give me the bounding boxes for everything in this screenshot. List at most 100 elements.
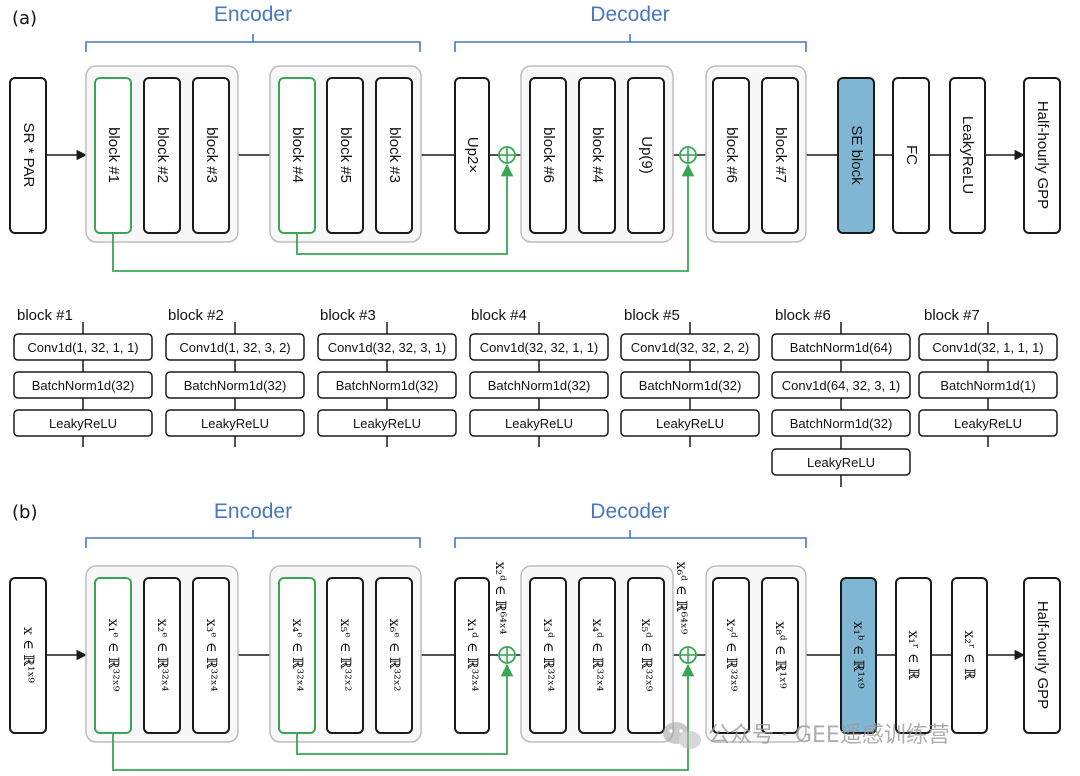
detail-block-4: block #4 Conv1d(32, 32, 1, 1) BatchNorm1… [469, 307, 609, 447]
detail-block-4-title: block #4 [471, 307, 527, 324]
decoder-brace-b [454, 530, 807, 548]
up9-block [627, 77, 665, 234]
detail-block-4-layer-1-text: Conv1d(32, 32, 1, 1) [480, 340, 599, 355]
block-details: block #1 Conv1d(1, 32, 1, 1) BatchNorm1d… [13, 307, 1058, 487]
block-4b-text: block #4 [589, 127, 606, 183]
skip-connection-1-b [296, 663, 514, 755]
detail-block-7-layer-2-text: BatchNorm1d(1) [940, 378, 1035, 393]
up9-text: Up(9) [638, 136, 655, 174]
detail-block-7-layer-3-text: LeakyReLU [954, 416, 1022, 431]
detail-block-6-layer-3 [771, 409, 911, 437]
detail-block-6-layer-2 [771, 371, 911, 399]
detail-block-2-layer-2 [165, 371, 305, 399]
detail-block-5-layer-1 [620, 333, 760, 361]
tensor-x5e [326, 577, 364, 734]
input-text: SR * PAR [20, 123, 37, 188]
detail-block-7-title: block #7 [924, 307, 980, 324]
detail-block-4-layer-2 [469, 371, 609, 399]
tensor-x2d-label: x₂ᵈ ∈ ℝ⁶⁴ˣ⁴ [492, 562, 508, 635]
detail-block-3-layer-3-text: LeakyReLU [353, 416, 421, 431]
detail-block-1-layer-1 [13, 333, 153, 361]
skip-connection-1 [296, 163, 514, 255]
block-6b [712, 77, 750, 234]
detail-block-5: block #5 Conv1d(32, 32, 2, 2) BatchNorm1… [620, 307, 760, 447]
detail-block-2-layer-1 [165, 333, 305, 361]
block-3b-text: block #3 [386, 127, 403, 183]
detail-block-2-layer-3 [165, 409, 305, 437]
encoder-label-b: Encoder [214, 500, 292, 523]
block-2-text: block #2 [154, 127, 171, 183]
detail-block-7-layer-2 [918, 371, 1058, 399]
input-tensor-block [9, 577, 47, 734]
sum-node-2 [679, 146, 697, 164]
decoder-brace [454, 34, 807, 52]
input-tensor-text: x ∈ ℝ¹ˣ⁹ [20, 627, 36, 683]
leakyrelu-block-text: LeakyReLU [959, 116, 976, 194]
tensor-x1e-text: x₁ᵉ ∈ ℝ³²ˣ⁹ [105, 619, 121, 692]
tensor-x5d-text: x₅ᵈ ∈ ℝ³²ˣ⁹ [638, 619, 654, 692]
detail-block-2-title: block #2 [168, 307, 224, 324]
block-5-text: block #5 [337, 127, 354, 183]
detail-block-2-layer-1-text: Conv1d(1, 32, 3, 2) [179, 340, 290, 355]
detail-block-6-layer-3-text: BatchNorm1d(32) [790, 416, 893, 431]
output-block [1023, 77, 1061, 234]
detail-block-1-layer-2 [13, 371, 153, 399]
fc-block-text: FC [903, 145, 920, 165]
detail-block-6-layer-1-text: BatchNorm1d(64) [790, 340, 893, 355]
detail-block-6-title: block #6 [775, 307, 831, 324]
detail-block-2: block #2 Conv1d(1, 32, 3, 2) BatchNorm1d… [165, 307, 305, 447]
tensor-x4e-text: x₄ᵉ ∈ ℝ³²ˣ⁴ [289, 619, 305, 692]
tensor-x1b-text: x₁ᵇ ∈ ℝ¹ˣ⁹ [850, 621, 866, 689]
encoder-label: Encoder [214, 3, 292, 26]
input-block [9, 77, 47, 234]
detail-block-6-layer-2-text: Conv1d(64, 32, 3, 1) [782, 378, 901, 393]
up2-block [454, 77, 490, 234]
panel-b-label: (b) [12, 502, 37, 523]
skip-connection-2 [112, 163, 695, 272]
detail-block-1-layer-1-text: Conv1d(1, 32, 1, 1) [27, 340, 138, 355]
tensor-x3e [192, 577, 230, 734]
detail-block-7-layer-1 [918, 333, 1058, 361]
sum-node-1-b [498, 646, 516, 664]
block-7 [761, 77, 799, 234]
tensor-x7d [712, 577, 750, 734]
detail-block-3-layer-2 [317, 371, 457, 399]
detail-block-4-layer-1 [469, 333, 609, 361]
wechat-icon [663, 722, 701, 749]
panel-a: (a) Encoder Decoder SR * PAR block #1 bl… [9, 3, 1061, 272]
detail-block-1-layer-3-text: LeakyReLU [49, 416, 117, 431]
skip-connection-2-b [112, 663, 695, 771]
fc-block [892, 77, 930, 234]
block-1-text: block #1 [105, 127, 122, 183]
tensor-x6e [375, 577, 413, 734]
block-6 [529, 77, 567, 234]
block-6b-text: block #6 [723, 127, 740, 183]
tensor-x2e-text: x₂ᵉ ∈ ℝ³²ˣ⁴ [154, 619, 170, 692]
detail-block-5-layer-3 [620, 409, 760, 437]
detail-block-1-layer-3 [13, 409, 153, 437]
tensor-x3e-text: x₃ᵉ ∈ ℝ³²ˣ⁴ [203, 619, 219, 692]
block-7-text: block #7 [772, 127, 789, 183]
tensor-x4d [578, 577, 616, 734]
tensor-x6e-text: x₆ᵉ ∈ ℝ³²ˣ² [386, 619, 402, 692]
watermark-text: 公众号 · GEE遥感训练营 [708, 723, 950, 748]
detail-block-3-layer-1 [317, 333, 457, 361]
detail-block-5-layer-2 [620, 371, 760, 399]
sum-node-1 [498, 146, 516, 164]
detail-block-4-layer-3-text: LeakyReLU [505, 416, 573, 431]
tensor-x1d-text: x₁ᵈ ∈ ℝ³²ˣ⁴ [464, 619, 480, 692]
tensor-x1r-text: x₁ʳ ∈ ℝ [905, 630, 921, 680]
detail-block-5-title: block #5 [624, 307, 680, 324]
detail-block-3-layer-2-text: BatchNorm1d(32) [336, 378, 439, 393]
detail-block-2-layer-3-text: LeakyReLU [201, 416, 269, 431]
detail-block-2-layer-2-text: BatchNorm1d(32) [184, 378, 287, 393]
tensor-x5d [627, 577, 665, 734]
sum-node-2-b [679, 646, 697, 664]
tensor-x8d [761, 577, 799, 734]
decoder-label-b: Decoder [590, 500, 669, 523]
tensor-x4d-text: x₄ᵈ ∈ ℝ³²ˣ⁴ [589, 619, 605, 692]
detail-block-5-layer-3-text: LeakyReLU [656, 416, 724, 431]
panel-a-label: (a) [12, 8, 37, 29]
detail-block-5-layer-2-text: BatchNorm1d(32) [639, 378, 742, 393]
